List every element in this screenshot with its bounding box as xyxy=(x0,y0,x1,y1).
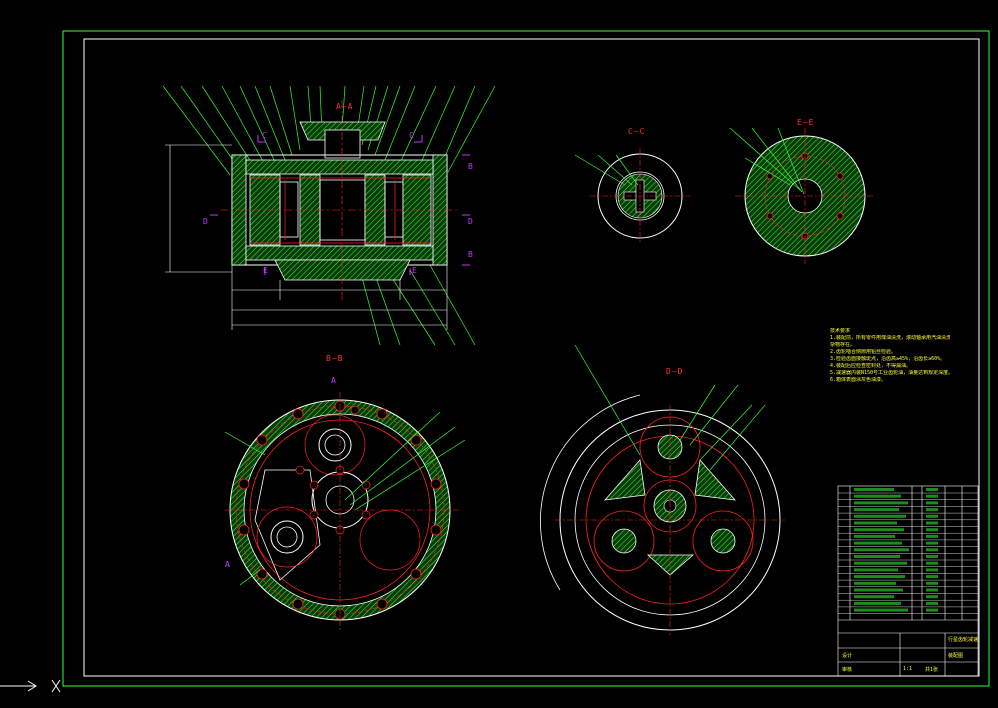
parts-list-entry xyxy=(854,541,902,545)
cut-mark-e-right: E xyxy=(412,266,418,275)
parts-list-entry xyxy=(854,494,901,498)
title-block-designer: 设计 xyxy=(842,653,853,659)
cut-mark-b-top: B xyxy=(468,162,474,171)
parts-list-entry xyxy=(926,555,938,558)
parts-list-entry xyxy=(854,555,900,558)
cut-mark-b-bottom: B xyxy=(468,250,474,259)
parts-list-entry xyxy=(926,534,938,538)
parts-list-entry xyxy=(926,521,938,525)
parts-list-entry xyxy=(854,508,899,512)
section-c-title: C—C xyxy=(628,127,646,136)
parts-list-entry xyxy=(854,608,908,612)
notes-line: 杂物存在。 xyxy=(830,342,856,348)
title-block-sheet: 共1张 xyxy=(925,667,939,673)
parts-list-entry xyxy=(854,514,906,518)
section-e-view xyxy=(729,127,875,264)
parts-list-entry xyxy=(926,541,938,545)
parts-list-entry xyxy=(854,595,894,599)
parts-list-entry xyxy=(854,534,895,538)
outer-frame xyxy=(62,30,990,687)
notes-line: 2.齿轮啮合侧隙用铅丝检验。 xyxy=(830,349,897,355)
parts-list-entry xyxy=(926,595,938,599)
parts-list-entry xyxy=(854,588,903,592)
parts-list-entry xyxy=(926,514,938,518)
cut-mark-a-top: A xyxy=(331,376,337,385)
section-d-title: D—D xyxy=(666,367,684,376)
technical-notes: 技术要求 1.装配前，所有零件用煤油清洗，滚动轴承用汽油清洗，箱体内不允许有任何… xyxy=(830,328,950,384)
parts-list-rows xyxy=(838,492,978,614)
parts-list-entry xyxy=(926,601,938,605)
title-block-title: 行星齿轮减速器 xyxy=(948,637,978,643)
main-section-view xyxy=(162,85,496,346)
parts-list-entry xyxy=(854,488,894,491)
notes-line: 1.装配前，所有零件用煤油清洗，滚动轴承用汽油清洗，箱体内不允许有任何 xyxy=(830,335,950,341)
notes-heading: 技术要求 xyxy=(830,328,851,334)
parts-list-entry xyxy=(926,494,938,498)
cut-mark-d-left: D xyxy=(203,217,209,226)
parts-list-entry xyxy=(926,575,938,579)
parts-list-entry xyxy=(926,581,938,585)
cut-mark-e-left: E xyxy=(263,266,269,275)
title-block-drawing-no: 装配图 xyxy=(948,653,964,659)
parts-list-entry xyxy=(854,501,908,505)
section-e-title: E—E xyxy=(797,118,815,127)
parts-list-entry xyxy=(854,575,905,579)
bolt-holes xyxy=(238,400,442,620)
parts-list-entry xyxy=(926,588,938,592)
cut-mark-c-right: C xyxy=(409,131,415,140)
section-b-view xyxy=(224,392,466,630)
parts-list-entry xyxy=(926,561,938,565)
ucs-axis-icon xyxy=(0,679,61,693)
parts-list-entry xyxy=(854,561,907,565)
parts-list-entry xyxy=(854,521,897,525)
title-block-scale: 1:1 xyxy=(903,666,913,672)
cut-mark-a-bottom: A xyxy=(225,560,231,569)
parts-list-table xyxy=(837,485,979,677)
parts-list-entry xyxy=(854,568,898,572)
parts-list-entry xyxy=(854,548,909,552)
parts-list-entry xyxy=(926,568,938,572)
cut-mark-c-left: C xyxy=(262,131,268,140)
parts-list-entry xyxy=(926,548,938,552)
notes-line: 3.检验齿面接触斑点，沿齿高≥45%，沿齿长≥60%。 xyxy=(830,356,946,362)
parts-list-entry xyxy=(926,508,938,512)
parts-list-entry xyxy=(926,528,938,532)
cut-mark-d-right: D xyxy=(468,217,474,226)
parts-list-entry xyxy=(854,601,901,605)
section-b-title: B—B xyxy=(326,354,344,363)
main-section-title: A—A xyxy=(336,102,354,111)
parts-list-entry xyxy=(926,501,938,505)
section-d-view xyxy=(540,344,785,635)
parts-list-entry xyxy=(854,581,896,585)
inner-frame xyxy=(83,38,980,677)
parts-list-entry xyxy=(926,488,938,491)
notes-line: 5.减速器内装N150号工业齿轮油，油量达到规定深度。 xyxy=(830,370,950,376)
parts-list-entry xyxy=(926,608,938,612)
section-c-view xyxy=(574,148,690,244)
notes-line: 4.装配后应检查密封处，不得漏油。 xyxy=(830,363,912,369)
notes-line: 6.箱体表面涂灰色油漆。 xyxy=(830,377,887,383)
title-block-checker: 审核 xyxy=(842,667,853,673)
parts-list-entry xyxy=(854,528,904,532)
